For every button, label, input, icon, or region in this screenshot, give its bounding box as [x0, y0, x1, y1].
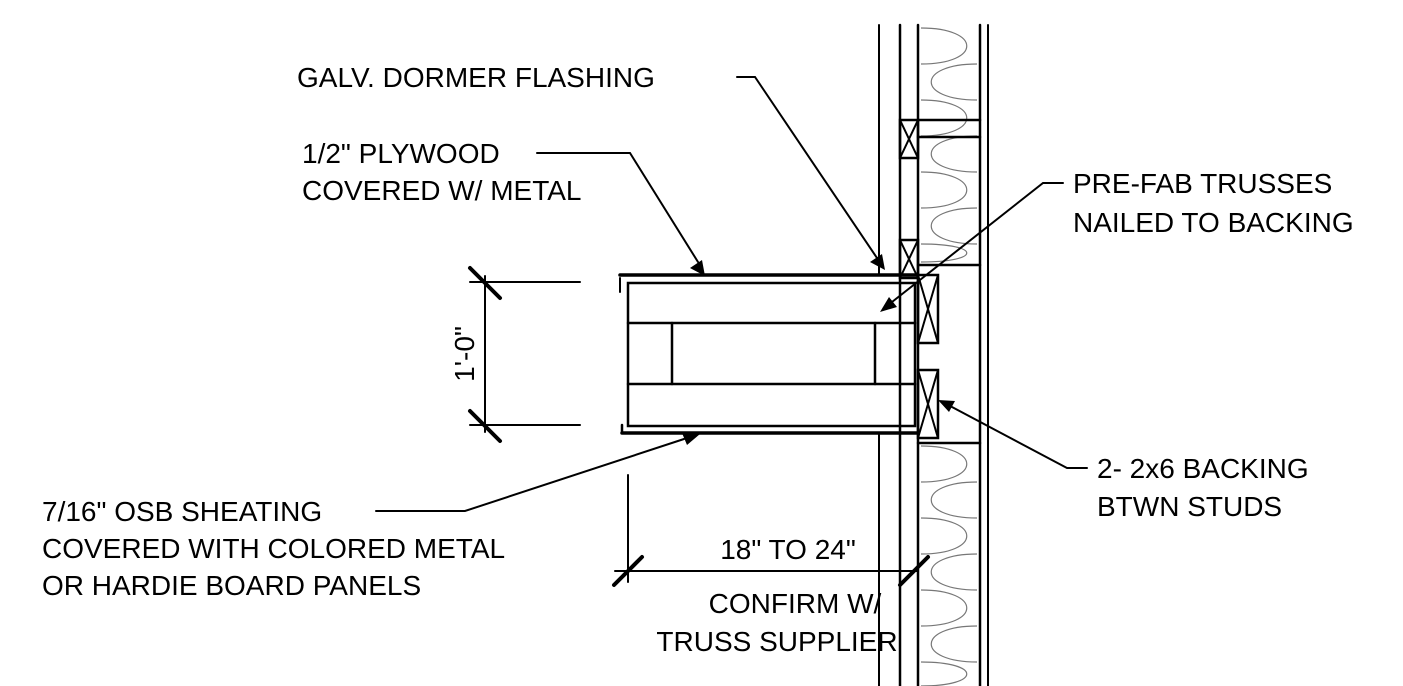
dimension-height-text: 1'-0": [449, 326, 480, 382]
label-backing-1: 2- 2x6 BACKING: [1097, 453, 1309, 484]
label-osb-2: COVERED WITH COLORED METAL: [42, 533, 505, 564]
wall-blocking: [898, 118, 982, 445]
label-plywood-1: 1/2" PLYWOOD: [302, 138, 500, 169]
label-osb-3: OR HARDIE BOARD PANELS: [42, 570, 421, 601]
label-plywood-2: COVERED W/ METAL: [302, 175, 582, 206]
label-confirm-1: CONFIRM W/: [709, 588, 882, 619]
label-flashing: GALV. DORMER FLASHING: [297, 62, 655, 93]
exterior-wall: [878, 23, 989, 686]
label-trusses-1: PRE-FAB TRUSSES: [1073, 168, 1332, 199]
label-osb-1: 7/16" OSB SHEATING: [42, 496, 322, 527]
dimension-projection-text: 18" TO 24": [720, 534, 856, 565]
dimension-height: 1'-0": [449, 266, 581, 443]
label-confirm-2: TRUSS SUPPLIER: [656, 626, 897, 657]
backing-blocks: [916, 273, 940, 440]
leader-lines: [375, 76, 1088, 512]
truss-box: [618, 273, 920, 435]
annotation-labels: GALV. DORMER FLASHING 1/2" PLYWOOD COVER…: [42, 62, 1354, 657]
dimension-projection: 18" TO 24": [612, 474, 930, 587]
label-backing-2: BTWN STUDS: [1097, 491, 1282, 522]
label-trusses-2: NAILED TO BACKING: [1073, 207, 1354, 238]
batt-insulation: [920, 27, 978, 686]
